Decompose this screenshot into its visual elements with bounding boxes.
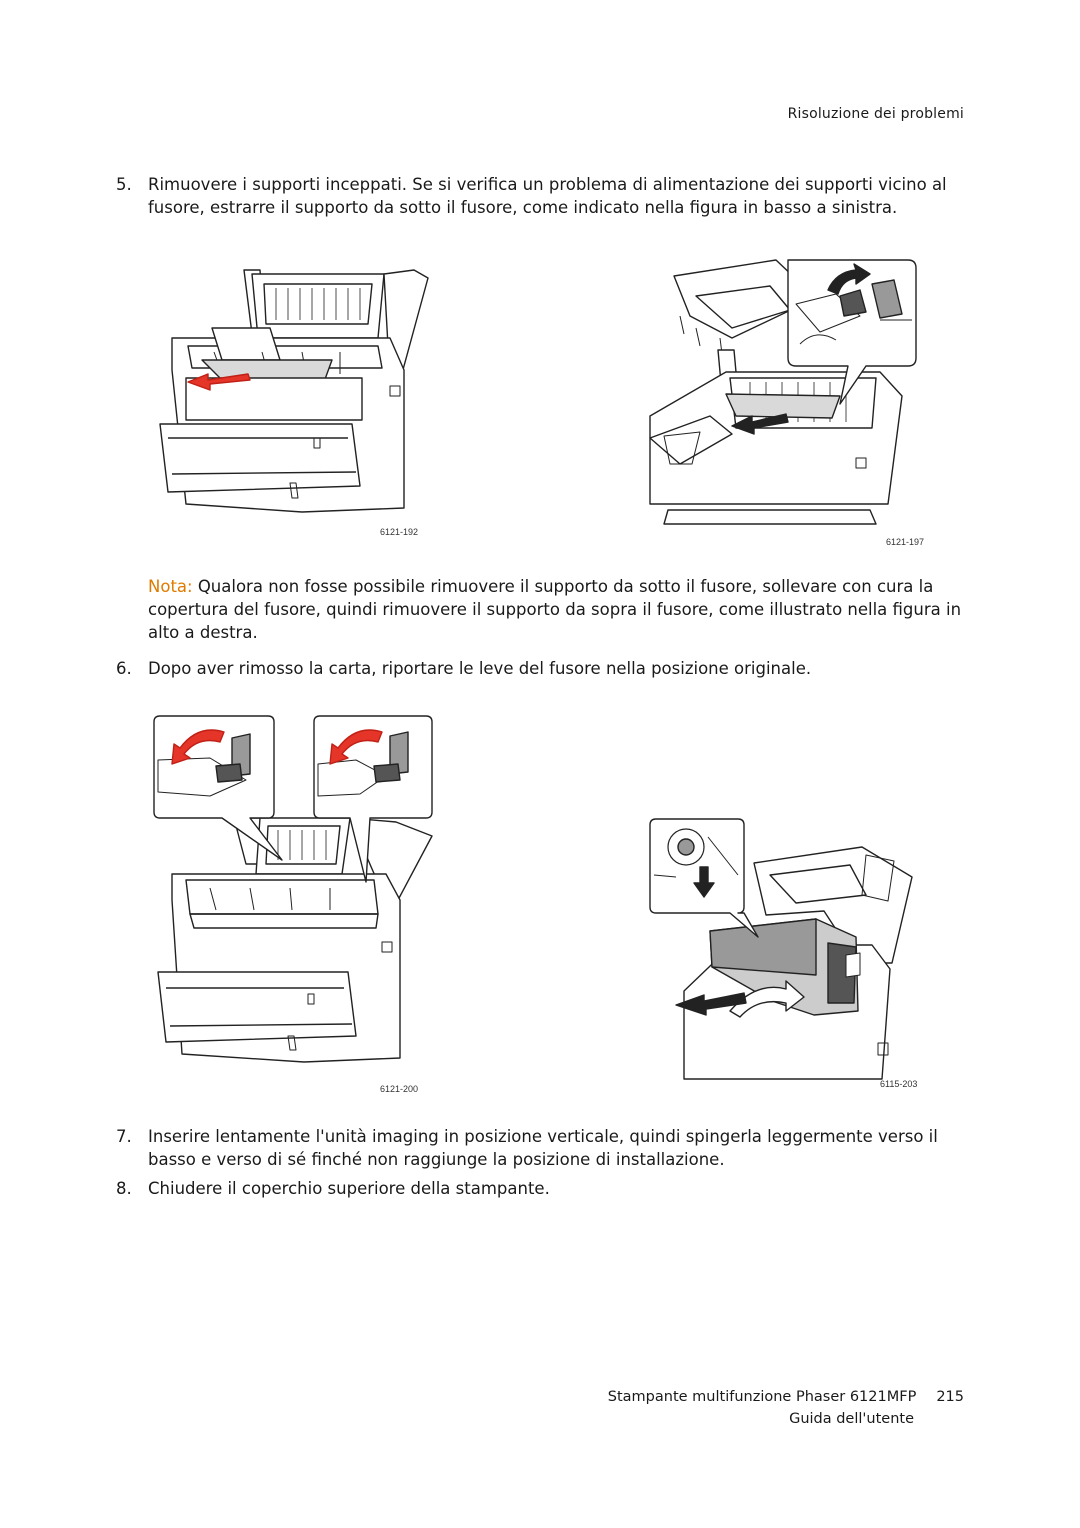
figure-paper-under-fuser [152, 268, 442, 518]
figure-paper-over-fuser [640, 254, 930, 525]
page-number: 215 [936, 1389, 964, 1405]
step-number: 6. [116, 659, 132, 678]
step-text: Dopo aver rimosso la carta, riportare le… [148, 659, 812, 678]
step-number: 5. [116, 175, 132, 194]
step-number: 8. [116, 1179, 132, 1198]
step-6: 6. Dopo aver rimosso la carta, riportare… [116, 657, 966, 680]
note-text: Qualora non fosse possibile rimuovere il… [148, 577, 962, 642]
page-footer: Stampante multifunzione Phaser 6121MFP 21… [608, 1386, 964, 1430]
figure-id: 6115-203 [880, 1079, 918, 1089]
figure-id: 6121-200 [380, 1084, 419, 1094]
step-text: Chiudere il coperchio superiore della st… [148, 1179, 550, 1198]
step-number: 7. [116, 1127, 132, 1146]
note: Nota: Qualora non fosse possibile rimuov… [148, 575, 966, 644]
figure-fuser-levers-return [150, 714, 440, 1094]
figure-id: 6121-192 [380, 527, 419, 537]
footer-product: Stampante multifunzione Phaser 6121MFP [607, 1389, 917, 1405]
note-label: Nota: [148, 577, 193, 596]
step-7: 7. Inserire lentamente l'unità imaging i… [116, 1125, 966, 1171]
step-8: 8. Chiudere il coperchio superiore della… [116, 1177, 966, 1200]
running-header: Risoluzione dei problemi [787, 106, 964, 122]
figure-imaging-unit-insert [646, 815, 936, 1080]
footer-guide: Guida dell'utente [789, 1411, 914, 1427]
step-text: Inserire lentamente l'unità imaging in p… [148, 1127, 938, 1169]
step-text: Rimuovere i supporti inceppati. Se si ve… [148, 175, 947, 217]
step-5: 5. Rimuovere i supporti inceppati. Se si… [116, 173, 966, 219]
figure-id: 6121-197 [886, 537, 925, 547]
